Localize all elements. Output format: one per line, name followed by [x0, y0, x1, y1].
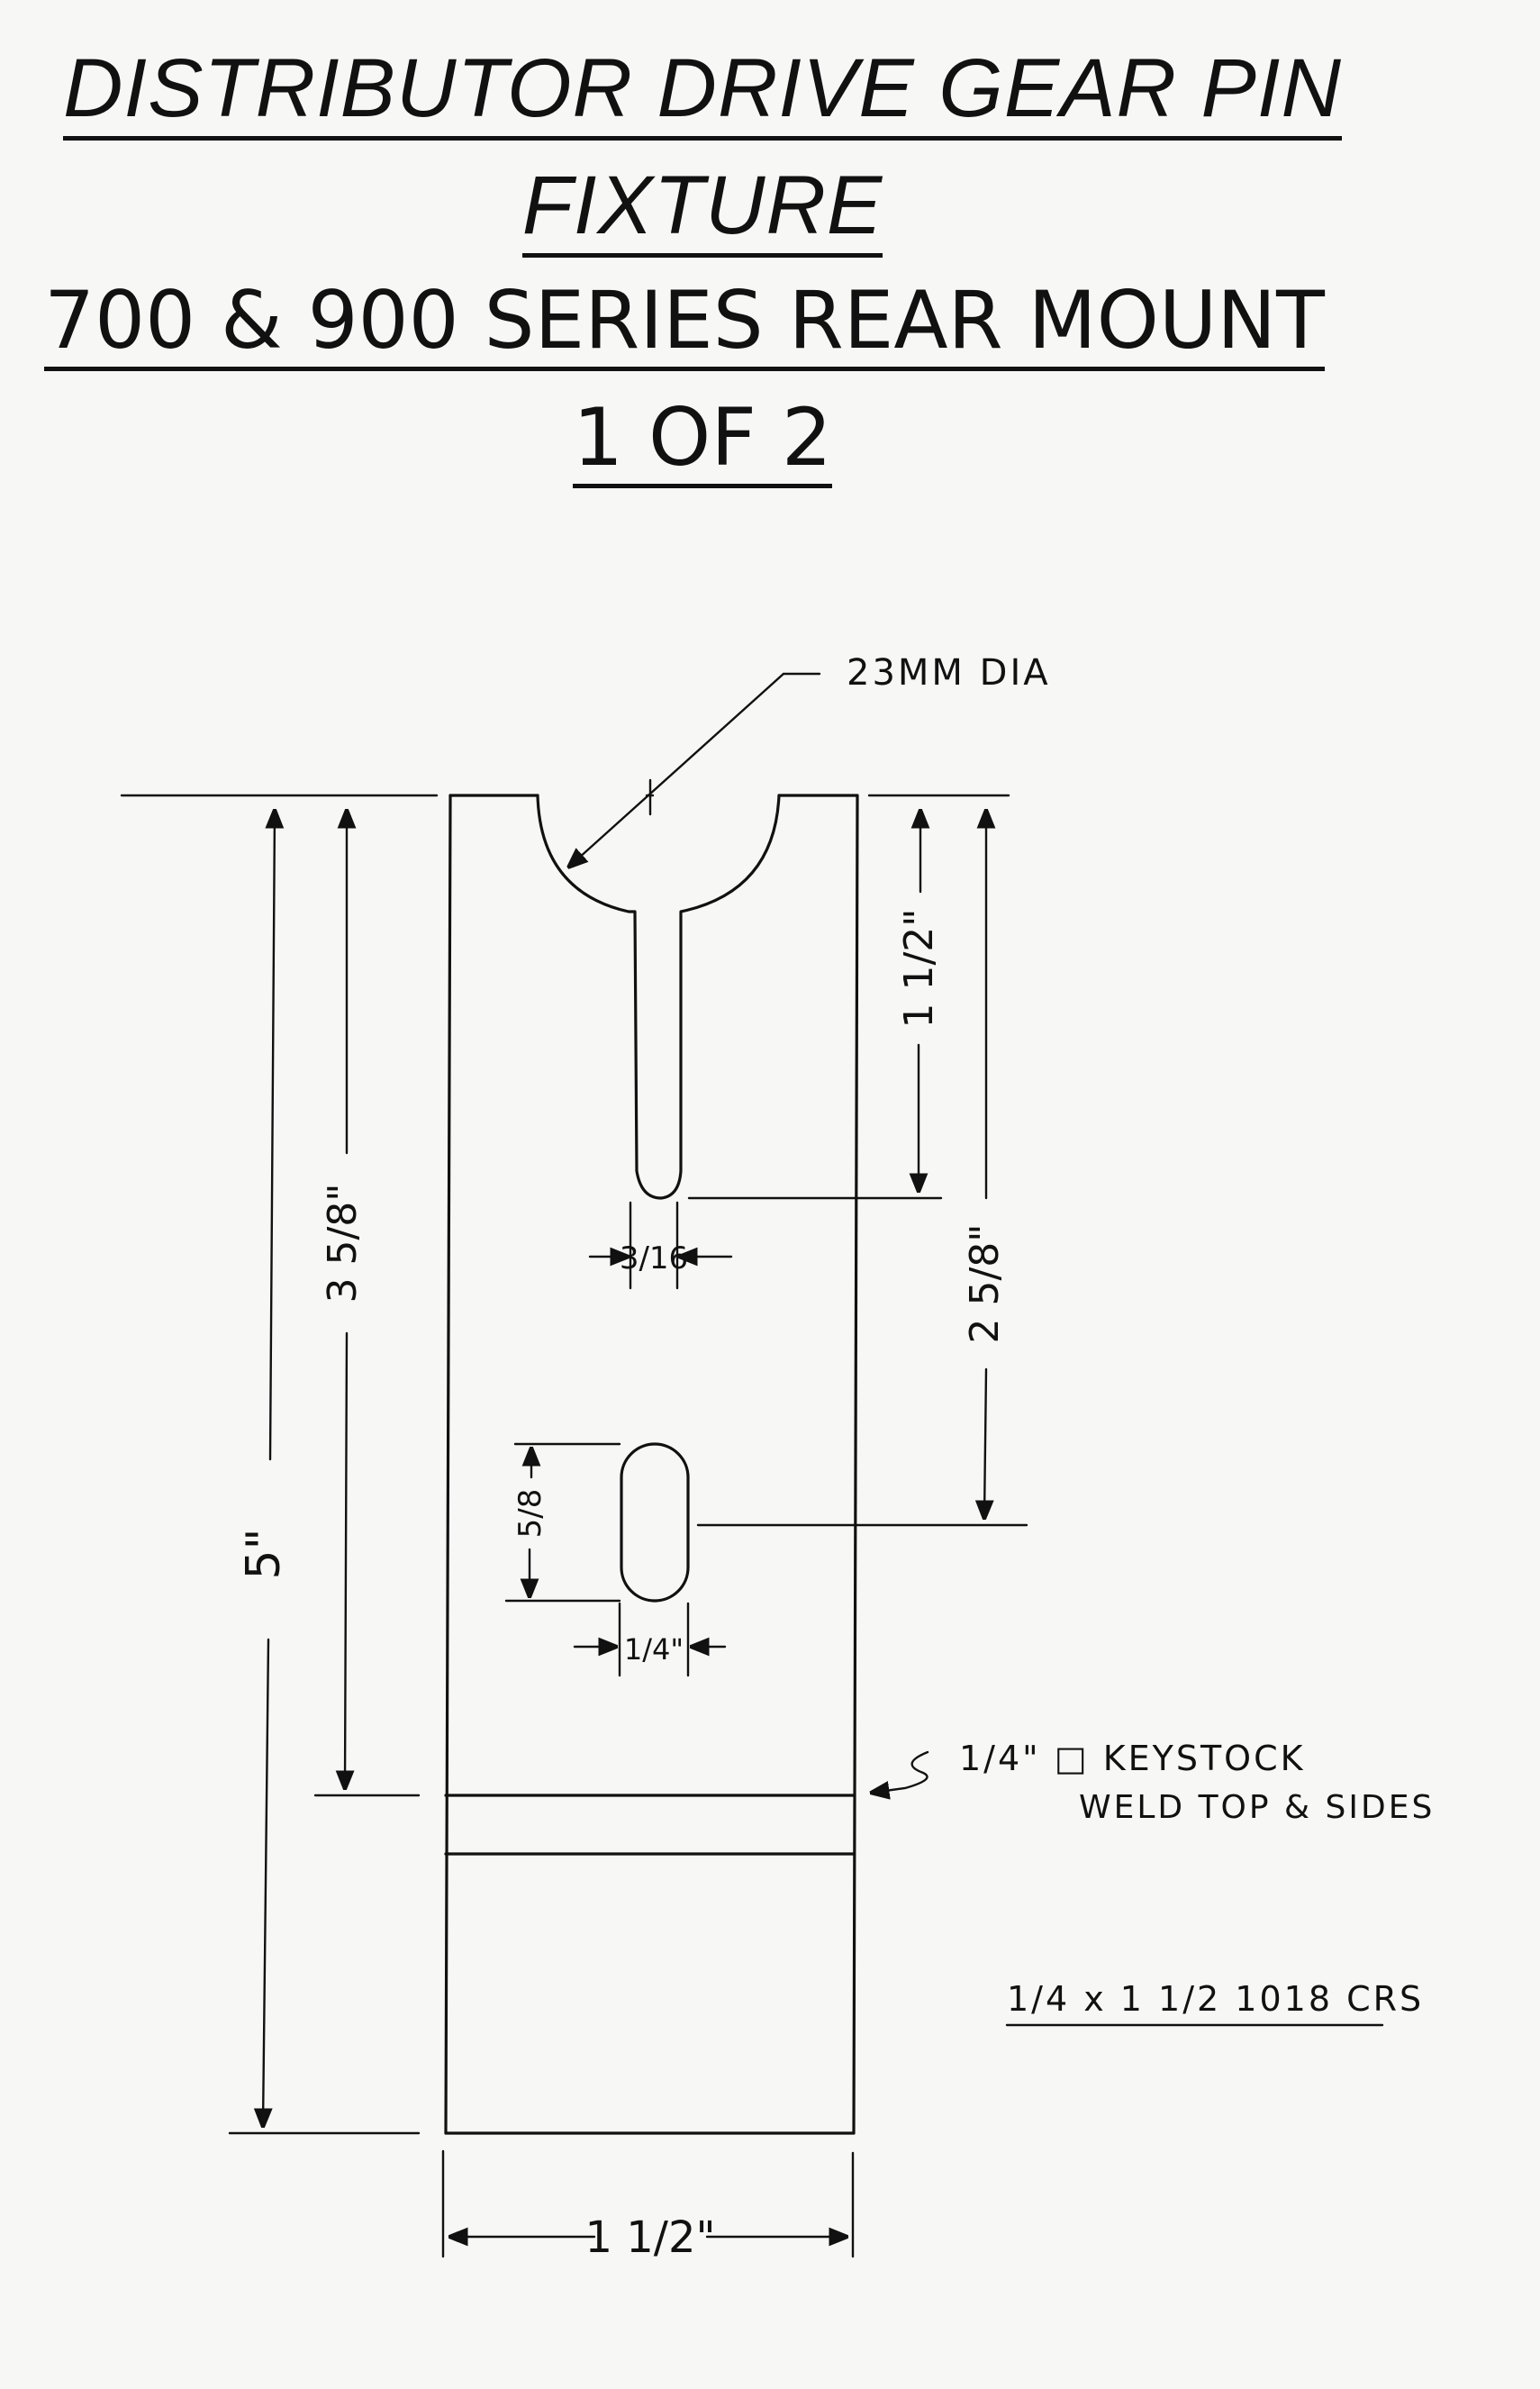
diameter-callout: 23MM DIA: [569, 652, 1051, 867]
dim-5-upper: [270, 811, 275, 1461]
dim-112-label: 1 1/2": [896, 908, 942, 1028]
part-outline: [444, 778, 859, 2135]
dim-overall-height: 5": [237, 811, 291, 2126]
material-note: 1/4 x 1 1/2 1018 CRS: [1005, 1979, 1424, 2027]
dim-5-label: 5": [237, 1528, 291, 1579]
material-note-text: 1/4 x 1 1/2 1018 CRS: [1007, 1979, 1424, 2019]
oval-slot: [620, 1442, 690, 1603]
dim-258-label: 2 5/8": [962, 1223, 1008, 1343]
dim-oval-center: 2 5/8": [962, 811, 1008, 1518]
dim-width-label: 1 1/2": [584, 2212, 715, 2263]
dim-slot-depth: 1 1/2": [896, 811, 942, 1191]
dim-258-lower: [984, 1367, 986, 1518]
part-left-edge: [444, 794, 452, 2135]
title-line-4-text: 1 OF 2: [573, 394, 832, 488]
title-line-4: 1 OF 2: [0, 394, 1540, 488]
keystock-note-line-1: 1/4" □ KEYSTOCK: [959, 1739, 1306, 1778]
dim-58-label: 5/8: [512, 1489, 548, 1539]
dim-358-lower: [345, 1331, 347, 1788]
dim-slot-width: 3/16: [588, 1201, 733, 1290]
dim-oval-width: 1/4": [573, 1602, 727, 1677]
diameter-leader: [569, 672, 821, 867]
dim-oval-height: 5/8: [504, 1442, 621, 1603]
keystock-note-line-2: WELD TOP & SIDES: [1079, 1789, 1435, 1826]
title-line-2-text: FIXTURE: [521, 159, 883, 259]
keystock-note: 1/4" □ KEYSTOCK WELD TOP & SIDES: [872, 1739, 1435, 1826]
title-line-2: FIXTURE: [0, 159, 1540, 259]
dim-5-lower: [263, 1638, 268, 2126]
title-line-3: 700 & 900 SERIES REAR MOUNT: [0, 277, 1540, 371]
title-line-1: DISTRIBUTOR DRIVE GEAR PIN: [0, 42, 1540, 141]
dim-316-label: 3/16: [620, 1240, 688, 1276]
title-line-1-text: DISTRIBUTOR DRIVE GEAR PIN: [63, 42, 1342, 141]
dim-overall-width: 1 1/2": [441, 2149, 855, 2263]
dim-14-label: 1/4": [624, 1632, 684, 1667]
keystock-leader: [872, 1750, 929, 1793]
part-right-edge: [852, 794, 859, 2135]
title-line-3-text: 700 & 900 SERIES REAR MOUNT: [44, 277, 1325, 371]
dim-keystock-height: 3 5/8": [320, 811, 366, 1788]
hole-and-slot: [536, 794, 781, 1200]
diameter-label: 23MM DIA: [847, 652, 1051, 694]
dim-358-label: 3 5/8": [320, 1183, 366, 1303]
